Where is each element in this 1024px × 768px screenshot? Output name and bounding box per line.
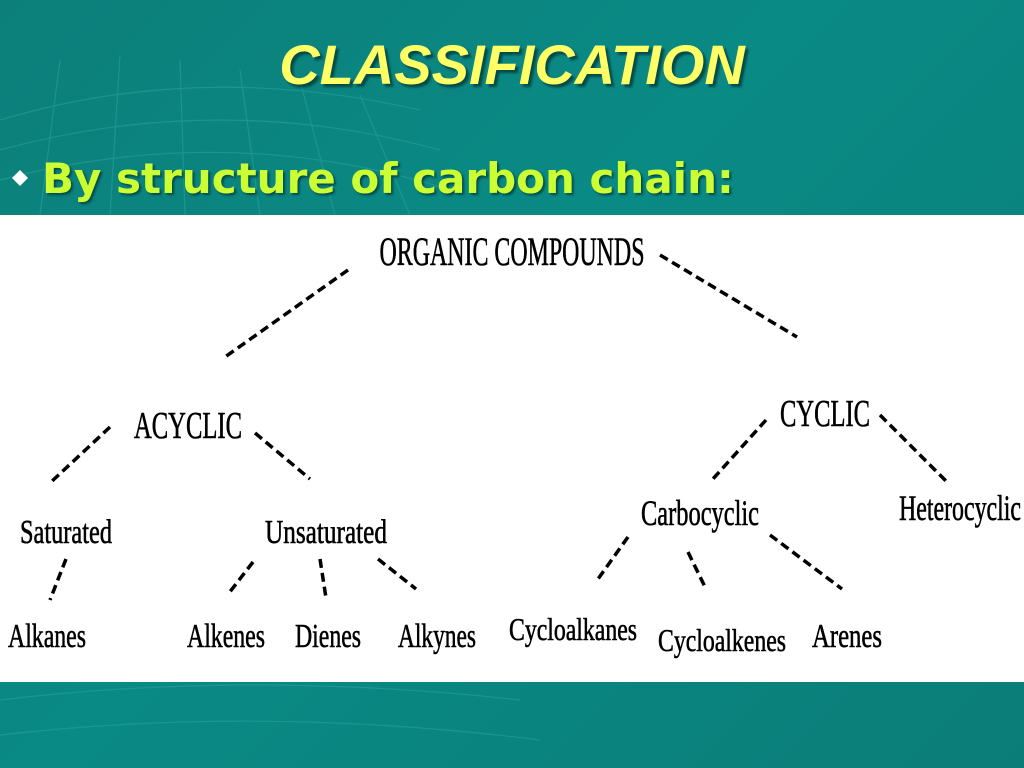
slide-title: CLASSIFICATION [279,33,745,96]
node-alkynes: Alkynes [398,618,476,655]
node-carbocyclic: Carbocyclic [641,493,759,533]
node-acyclic: ACYCLIC [134,405,242,447]
edge-unsaturated-to-alkynes [376,557,418,591]
edge-saturated-to-alkanes [48,558,68,601]
node-cycloalkenes: Cycloalkenes [658,622,786,658]
edge-carbocyclic-to-cycloalkenes [686,551,708,590]
edge-cyclic-to-heterocyclic [878,413,948,483]
node-saturated: Saturated [20,514,112,551]
edge-carbocyclic-to-cycloalkanes [596,535,630,581]
classification-tree: ORGANIC COMPOUNDS ACYCLIC CYCLIC Saturat… [8,229,1022,659]
tree-edges [48,253,948,601]
edge-cyclic-to-carbocyclic [710,418,768,482]
node-unsaturated: Unsaturated [265,514,387,551]
node-heterocyclic: Heterocyclic [899,488,1021,528]
diamond-bullet-icon [12,170,28,186]
edge-unsaturated-to-alkenes [227,560,255,595]
node-dienes: Dienes [295,618,361,655]
bullet-text: By structure of carbon chain: [42,153,734,203]
edge-acyclic-to-unsaturated [253,431,312,481]
edge-acyclic-to-saturated [48,425,112,485]
classification-diagram: ORGANIC COMPOUNDS ACYCLIC CYCLIC Saturat… [0,215,1024,682]
edge-root-to-acyclic [223,268,350,359]
node-alkenes: Alkenes [187,618,265,655]
edge-carbocyclic-to-arenes [768,533,844,591]
node-arenes: Arenes [812,618,882,655]
edge-unsaturated-to-dienes [318,558,328,599]
edge-root-to-cyclic [659,253,798,339]
node-organic-compounds: ORGANIC COMPOUNDS [380,229,645,274]
node-cycloalkanes: Cycloalkanes [509,611,637,647]
node-alkanes: Alkanes [8,618,86,655]
node-cyclic: CYCLIC [780,393,870,435]
bullet-row: By structure of carbon chain: [12,146,734,210]
